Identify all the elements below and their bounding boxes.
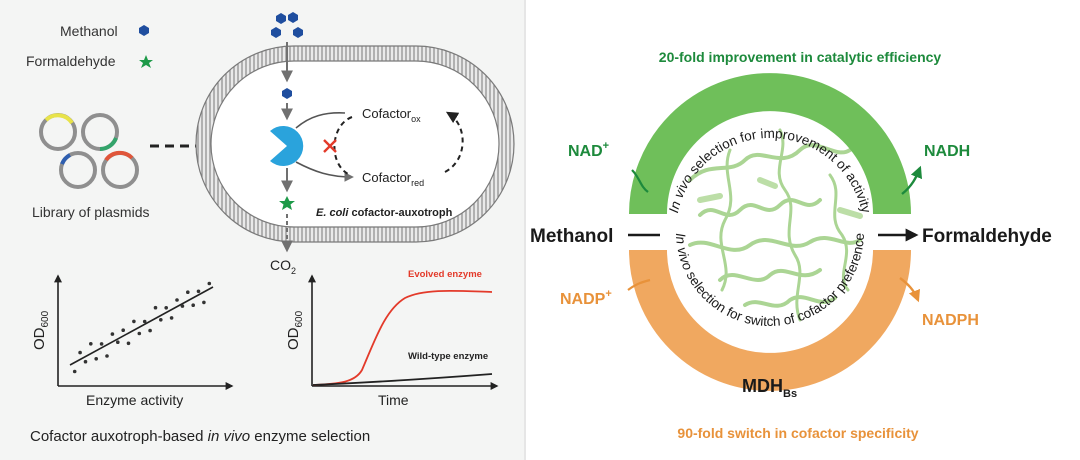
green-selection-arc xyxy=(629,73,911,215)
scatter-point xyxy=(191,303,195,308)
cofactor-ox-label: Cofactorox xyxy=(362,106,421,124)
scatter-point xyxy=(78,350,82,355)
cofactor-regen-dashed-right xyxy=(444,111,464,173)
growth-ylabel: OD600 xyxy=(285,310,305,350)
plasmid-4-insert xyxy=(104,150,134,162)
formaldehyde-star-icon xyxy=(139,55,153,68)
scatter-ylabel: OD600 xyxy=(31,310,51,350)
scatter-point xyxy=(175,298,179,302)
scatter-point xyxy=(196,289,201,294)
plasmid-3-insert xyxy=(60,153,72,165)
orange-selection-arc xyxy=(629,249,911,391)
scatter-point xyxy=(121,328,125,333)
nadh-out-arrow xyxy=(901,165,923,195)
methanol-label: Methanol xyxy=(530,226,613,247)
scatter-point xyxy=(116,340,120,345)
scatter-point xyxy=(164,306,168,310)
co2-label: CO2 xyxy=(270,257,296,276)
arc-bottom-text: In vivo selection for switch of cofactor… xyxy=(673,233,867,329)
plasmid-3 xyxy=(59,151,97,189)
growth-xlabel: Time xyxy=(378,392,409,408)
scatter-point xyxy=(105,354,109,358)
nad-in-arrow xyxy=(631,169,649,193)
cell-outline-inner xyxy=(210,60,500,228)
cofactor-red-production-arrow xyxy=(295,161,354,182)
left-caption: Cofactor auxotroph-based in vivo enzyme … xyxy=(30,428,370,445)
scatter-trend-line xyxy=(69,286,214,366)
scatter-point xyxy=(148,328,152,333)
nadp-label: NADP+ xyxy=(560,288,612,308)
scatter-point xyxy=(126,341,131,346)
nad-label: NAD+ xyxy=(568,140,609,160)
scatter-point xyxy=(72,369,77,374)
scatter-point xyxy=(110,332,115,336)
plasmid-2-insert xyxy=(99,137,118,152)
scatter-point xyxy=(186,290,190,295)
scatter-points xyxy=(72,281,212,374)
nadh-label: NADH xyxy=(924,143,970,160)
top-title: 20-fold improvement in catalytic efficie… xyxy=(659,49,942,65)
cell-outline-outer xyxy=(195,45,515,243)
cofactor-regen-dashed-left xyxy=(333,116,353,176)
scatter-point xyxy=(153,305,158,310)
legend-formaldehyde-label: Formaldehyde xyxy=(26,53,116,69)
scatter-point xyxy=(207,281,212,286)
wildtype-enzyme-curve xyxy=(312,373,493,386)
nadp-in-arrow xyxy=(627,278,651,291)
scatter-point xyxy=(169,316,174,320)
library-label: Library of plasmids xyxy=(32,204,150,220)
methanol-intracellular-icon xyxy=(282,88,292,99)
scatter-point xyxy=(202,300,206,305)
scatter-plot: OD600 Enzyme activity xyxy=(31,274,234,408)
growth-plot: Evolved enzyme Wild-type enzyme OD600 Ti… xyxy=(285,269,499,408)
enzyme-icon xyxy=(270,126,304,166)
enzyme-label: MDHBs xyxy=(742,376,797,400)
bottom-title: 90-fold switch in cofactor specificity xyxy=(677,425,918,441)
cell-label: E. coli cofactor-auxotroph xyxy=(316,207,453,219)
scatter-point xyxy=(83,359,88,364)
methanol-hexagon-icon xyxy=(139,25,149,36)
cofactor-ox-consumption-line xyxy=(295,112,346,129)
blocked-cross-icon xyxy=(323,139,337,153)
methanol-molecules xyxy=(271,12,303,38)
legend-methanol-label: Methanol xyxy=(60,23,118,39)
wildtype-enzyme-label: Wild-type enzyme xyxy=(408,351,488,362)
formaldehyde-label: Formaldehyde xyxy=(922,226,1052,247)
scatter-point xyxy=(159,318,163,322)
scatter-point xyxy=(89,342,93,346)
panel-divider xyxy=(524,0,526,460)
scatter-point xyxy=(99,342,104,346)
protein-structure-image xyxy=(688,128,863,322)
cofactor-red-label: Cofactorred xyxy=(362,170,424,188)
scatter-point xyxy=(142,319,147,324)
scatter-point xyxy=(94,357,98,361)
scatter-point xyxy=(180,304,185,308)
plasmid-library xyxy=(39,113,139,189)
scatter-point xyxy=(132,319,136,324)
plasmid-1-insert xyxy=(44,113,74,125)
formaldehyde-intracellular-icon xyxy=(279,196,295,210)
nadph-out-arrow xyxy=(899,277,921,303)
scatter-xlabel: Enzyme activity xyxy=(86,392,183,408)
cell-interior xyxy=(211,61,499,227)
nadph-label: NADPH xyxy=(922,312,979,329)
evolved-enzyme-curve xyxy=(312,289,493,386)
scatter-point xyxy=(137,331,142,336)
evolved-enzyme-label: Evolved enzyme xyxy=(408,269,482,280)
